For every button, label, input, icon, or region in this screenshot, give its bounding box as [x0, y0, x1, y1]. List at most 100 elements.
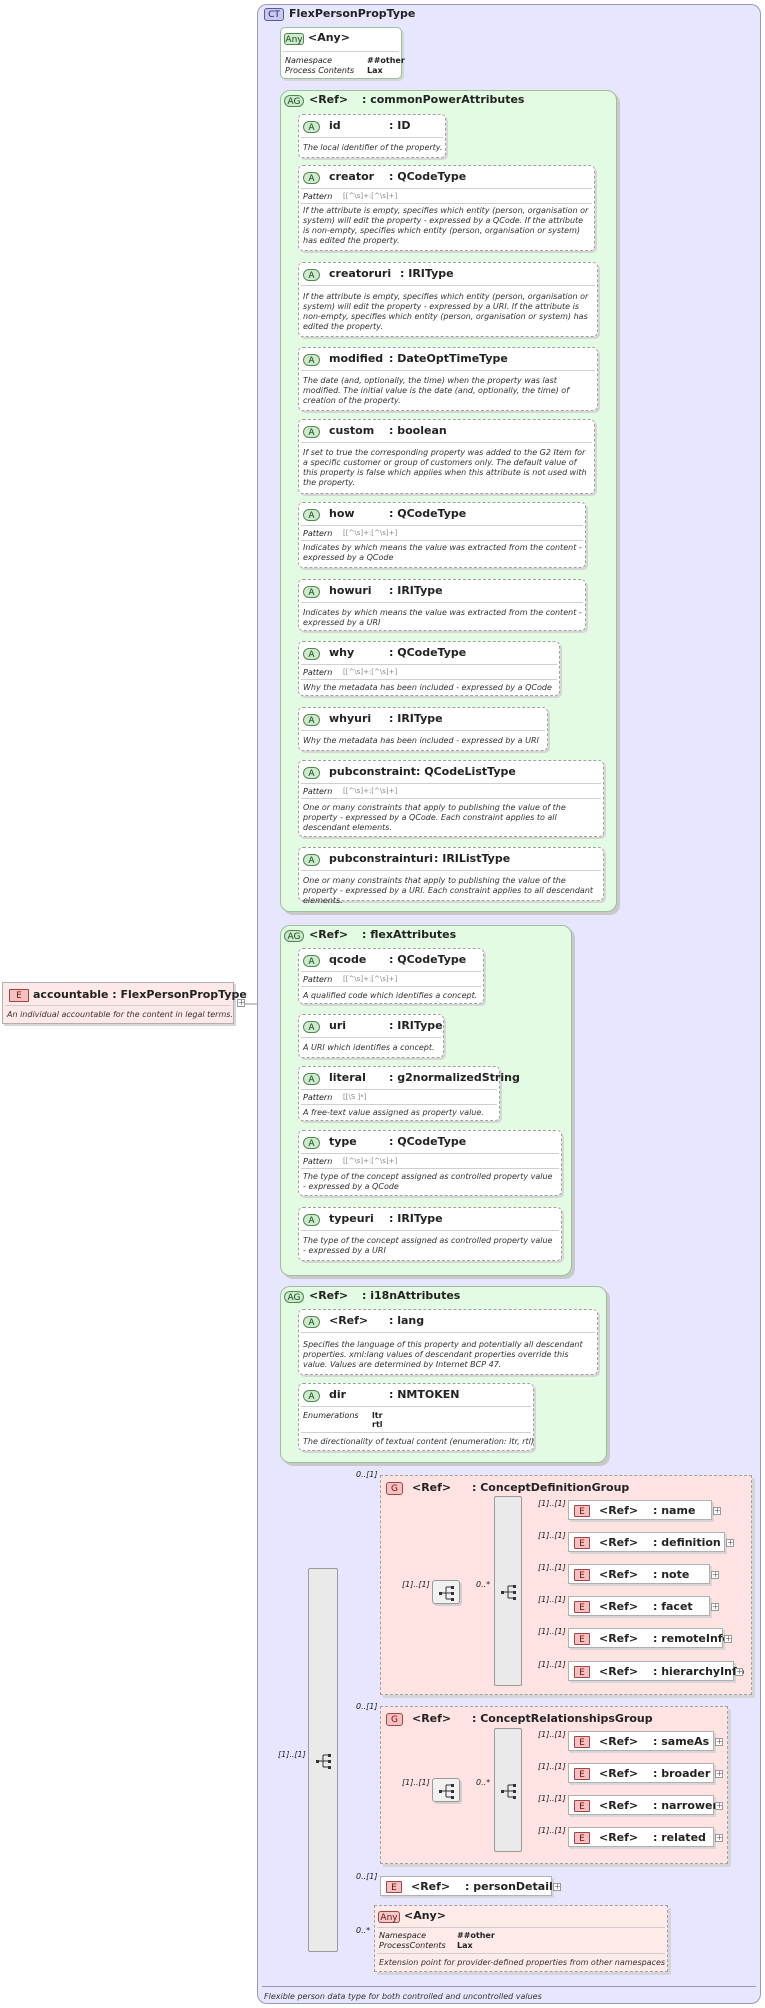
attribute-group-name: : flexAttributes	[362, 928, 457, 941]
attribute-name: type	[329, 1135, 357, 1148]
attribute-badge: A	[303, 1214, 320, 1226]
element-cardinality: [1]..[1]	[538, 1826, 566, 1835]
attribute-badge: A	[303, 854, 320, 866]
expand-icon[interactable]: +	[724, 1634, 732, 1643]
element-cardinality: [1]..[1]	[538, 1794, 566, 1803]
pattern-value: [[\S ]*]	[343, 1093, 367, 1101]
expand-icon[interactable]: +	[715, 1769, 723, 1778]
attribute-custom[interactable]: A custom : boolean If set to true the co…	[298, 419, 595, 494]
choice-compositor[interactable]	[494, 1728, 522, 1852]
group-ref: <Ref>	[412, 1712, 452, 1725]
element-cardinality: [1]..[1]	[538, 1730, 566, 1739]
attribute-name: why	[329, 646, 355, 659]
expand-icon[interactable]: +	[726, 1538, 734, 1547]
element-ref-personDetails[interactable]: E <Ref> : personDetails +	[380, 1876, 561, 1896]
pattern-value: [[^\s]+:[^\s]+]	[343, 975, 398, 983]
attribute-pubconstraint[interactable]: A pubconstraint : QCodeListType Pattern …	[298, 760, 604, 837]
attribute-type: : QCodeListType	[416, 765, 516, 778]
attribute-type: : QCodeType	[389, 170, 467, 183]
element-ref-note[interactable]: E <Ref> : note +	[568, 1564, 719, 1584]
attribute-group-ref: <Ref>	[309, 93, 349, 106]
element-ref-name[interactable]: E <Ref> : name +	[568, 1500, 721, 1520]
expand-icon[interactable]: +	[715, 1737, 723, 1746]
expand-icon[interactable]: +	[711, 1602, 719, 1611]
attribute-badge: A	[303, 1390, 320, 1402]
sequence-compositor[interactable]	[432, 1778, 460, 1802]
element-ref: <Ref>	[411, 1880, 451, 1893]
attribute-qcode[interactable]: A qcode : QCodeType Pattern [[^\s]+:[^\s…	[298, 948, 484, 1004]
expand-icon[interactable]: +	[553, 1882, 561, 1891]
attribute-whyuri[interactable]: A whyuri : IRIType Why the metadata has …	[298, 707, 548, 751]
expand-icon[interactable]: +	[715, 1833, 723, 1842]
pattern-value: [[^\s]+:[^\s]+]	[343, 787, 398, 795]
element-badge: E	[574, 1768, 590, 1780]
element-badge: E	[574, 1569, 590, 1581]
sequence-compositor[interactable]	[432, 1580, 460, 1604]
any-top[interactable]: Any <Any> Namespace ##other Process Cont…	[280, 27, 405, 79]
attribute-literal[interactable]: A literal : g2normalizedString Pattern […	[298, 1066, 520, 1121]
attribute-pubconstrainturi[interactable]: A pubconstrainturi : IRIListType One or …	[298, 847, 604, 905]
any-top-row-value: Lax	[367, 66, 383, 75]
element-badge: E	[574, 1633, 590, 1645]
attribute-doc: If set to true the corresponding propert…	[303, 448, 587, 487]
group-name: : ConceptRelationshipsGroup	[472, 1712, 653, 1725]
attribute-badge: A	[303, 955, 320, 967]
attribute-doc: Why the metadata has been included - exp…	[303, 683, 552, 692]
attribute-howuri[interactable]: A howuri : IRIType Indicates by which me…	[298, 579, 586, 631]
element-ref-definition[interactable]: E <Ref> : definition +	[568, 1532, 734, 1552]
any-bottom-title: <Any>	[404, 1909, 446, 1922]
element-ref: <Ref>	[599, 1632, 639, 1645]
element-ref-remoteInfo[interactable]: E <Ref> : remoteInfo +	[568, 1628, 732, 1648]
any-bottom[interactable]: Any <Any> Namespace ##other ProcessConte…	[374, 1905, 668, 1972]
root-element[interactable]: E accountable : FlexPersonPropType An in…	[2, 982, 247, 1024]
element-name: : sameAs	[653, 1735, 710, 1748]
attribute-badge: A	[303, 767, 320, 779]
element-cardinality: [1]..[1]	[538, 1660, 566, 1669]
attribute-doc: A free-text value assigned as property v…	[303, 1108, 484, 1117]
attribute-uri[interactable]: A uri : IRIType A URI which identifies a…	[298, 1014, 444, 1058]
element-cardinality: [1]..[1]	[538, 1499, 566, 1508]
attribute-modified[interactable]: A modified : DateOptTimeType The date (a…	[298, 347, 598, 411]
attribute-creator[interactable]: A creator : QCodeType Pattern [[^\s]+:[^…	[298, 165, 595, 251]
element-ref-sameAs[interactable]: E <Ref> : sameAs +	[568, 1731, 723, 1751]
expand-icon[interactable]: +	[735, 1667, 743, 1676]
element-ref-broader[interactable]: E <Ref> : broader +	[568, 1763, 723, 1783]
expand-icon[interactable]: +	[711, 1570, 719, 1579]
attribute-type: : boolean	[389, 424, 447, 437]
attribute-doc: Why the metadata has been included - exp…	[303, 736, 539, 745]
any-bottom-row-label: Namespace	[379, 1931, 427, 1940]
element-ref-hierarchyInfo[interactable]: E <Ref> : hierarchyInfo +	[568, 1661, 744, 1681]
element-ref-narrower[interactable]: E <Ref> : narrower +	[568, 1795, 723, 1815]
attribute-id[interactable]: A id : ID The local identifier of the pr…	[298, 114, 446, 158]
attribute-why[interactable]: A why : QCodeType Pattern [[^\s]+:[^\s]+…	[298, 641, 560, 696]
complex-type-badge: CT	[264, 8, 284, 21]
sequence-cardinality: [1]..[1]	[278, 1750, 306, 1759]
attribute-name: id	[329, 119, 341, 132]
attribute-creatoruri[interactable]: A creatoruri : IRIType If the attribute …	[298, 262, 598, 337]
expand-icon[interactable]: +	[237, 998, 245, 1007]
expand-icon[interactable]: +	[715, 1801, 723, 1810]
attribute-doc: A URI which identifies a concept.	[303, 1043, 435, 1052]
expand-icon[interactable]: +	[713, 1506, 721, 1515]
attribute-typeuri[interactable]: A typeuri : IRIType The type of the conc…	[298, 1207, 562, 1261]
attribute-doc: The type of the concept assigned as cont…	[303, 1236, 553, 1255]
attribute-name: howuri	[329, 584, 372, 597]
group-badge: G	[386, 1482, 403, 1495]
attribute-type[interactable]: A type : QCodeType Pattern [[^\s]+:[^\s]…	[298, 1130, 562, 1196]
attribute-lang[interactable]: A <Ref> : lang Specifies the language of…	[298, 1309, 598, 1375]
attribute-how[interactable]: A how : QCodeType Pattern [[^\s]+:[^\s]+…	[298, 502, 586, 568]
element-badge: E	[386, 1881, 402, 1893]
element-name: : personDetails	[465, 1880, 560, 1893]
attribute-dir[interactable]: A dir : NMTOKEN Enumerations ltr rtl The…	[298, 1383, 534, 1451]
attribute-badge: A	[303, 648, 320, 660]
element-name: : remoteInfo	[653, 1632, 731, 1645]
choice-compositor[interactable]	[494, 1496, 522, 1686]
attribute-type: : ID	[389, 119, 411, 132]
sequence-compositor[interactable]	[308, 1568, 338, 1952]
element-ref-facet[interactable]: E <Ref> : facet +	[568, 1596, 719, 1616]
element-name: : definition	[653, 1536, 721, 1549]
element-ref-related[interactable]: E <Ref> : related +	[568, 1827, 723, 1847]
attribute-group-ref: <Ref>	[309, 928, 349, 941]
attribute-name: creatoruri	[329, 267, 392, 280]
pattern-value: [[^\s]+:[^\s]+]	[343, 529, 398, 537]
